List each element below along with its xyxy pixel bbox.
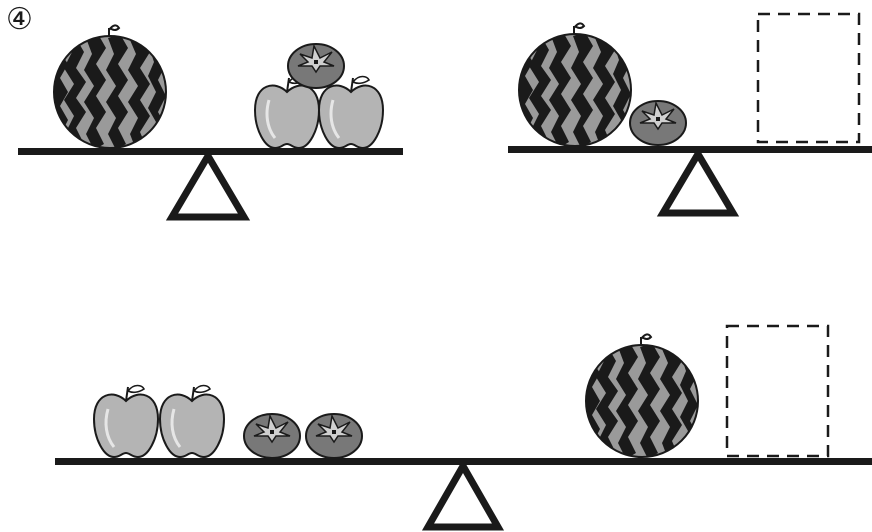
watermelon-icon <box>52 25 166 150</box>
fulcrum <box>172 156 244 217</box>
persimmon-icon <box>244 414 300 458</box>
persimmon-icon <box>288 44 344 88</box>
blank-answer-box <box>727 326 828 456</box>
watermelon-icon <box>584 334 698 459</box>
fulcrum <box>428 466 498 527</box>
scale-top-left <box>18 25 403 217</box>
apple-icon <box>94 386 158 458</box>
apple-icon <box>319 77 383 149</box>
persimmon-icon <box>306 414 362 458</box>
fulcrum <box>663 154 733 213</box>
apple-icon <box>160 386 224 458</box>
watermelon-icon <box>517 23 631 148</box>
beam <box>508 146 872 153</box>
blank-answer-box <box>758 14 859 142</box>
scale-bottom <box>55 326 872 527</box>
persimmon-icon <box>630 101 686 145</box>
scale-top-right <box>508 14 872 213</box>
